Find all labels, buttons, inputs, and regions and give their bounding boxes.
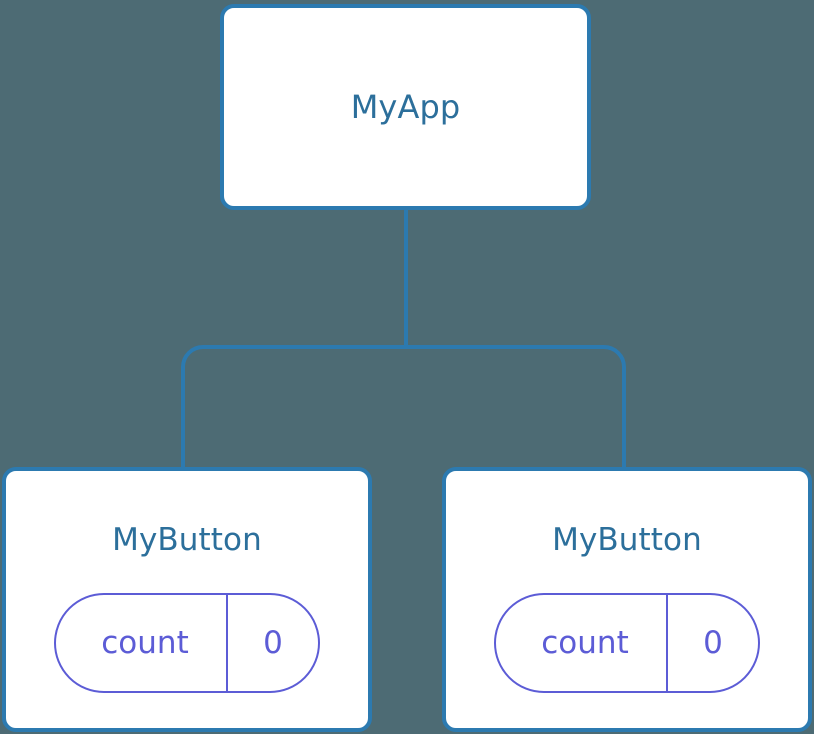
node-child-1[interactable]: MyButton count 0: [442, 467, 812, 732]
node-root-title: MyApp: [350, 88, 461, 126]
node-child-0-title: MyButton: [112, 522, 262, 558]
node-root[interactable]: MyApp: [220, 4, 591, 210]
node-child-0-prop-key: count: [56, 595, 228, 691]
node-child-0-prop-pill[interactable]: count 0: [54, 593, 320, 693]
node-child-0[interactable]: MyButton count 0: [2, 467, 372, 732]
edge-to-child-0: [181, 345, 406, 469]
node-child-1-title: MyButton: [552, 522, 702, 558]
edge-to-child-1: [406, 345, 626, 469]
node-child-0-prop-value: 0: [263, 624, 283, 661]
node-child-1-prop-pill[interactable]: count 0: [494, 593, 760, 693]
node-child-1-prop-value: 0: [703, 624, 723, 661]
node-child-1-prop-key: count: [496, 595, 668, 691]
